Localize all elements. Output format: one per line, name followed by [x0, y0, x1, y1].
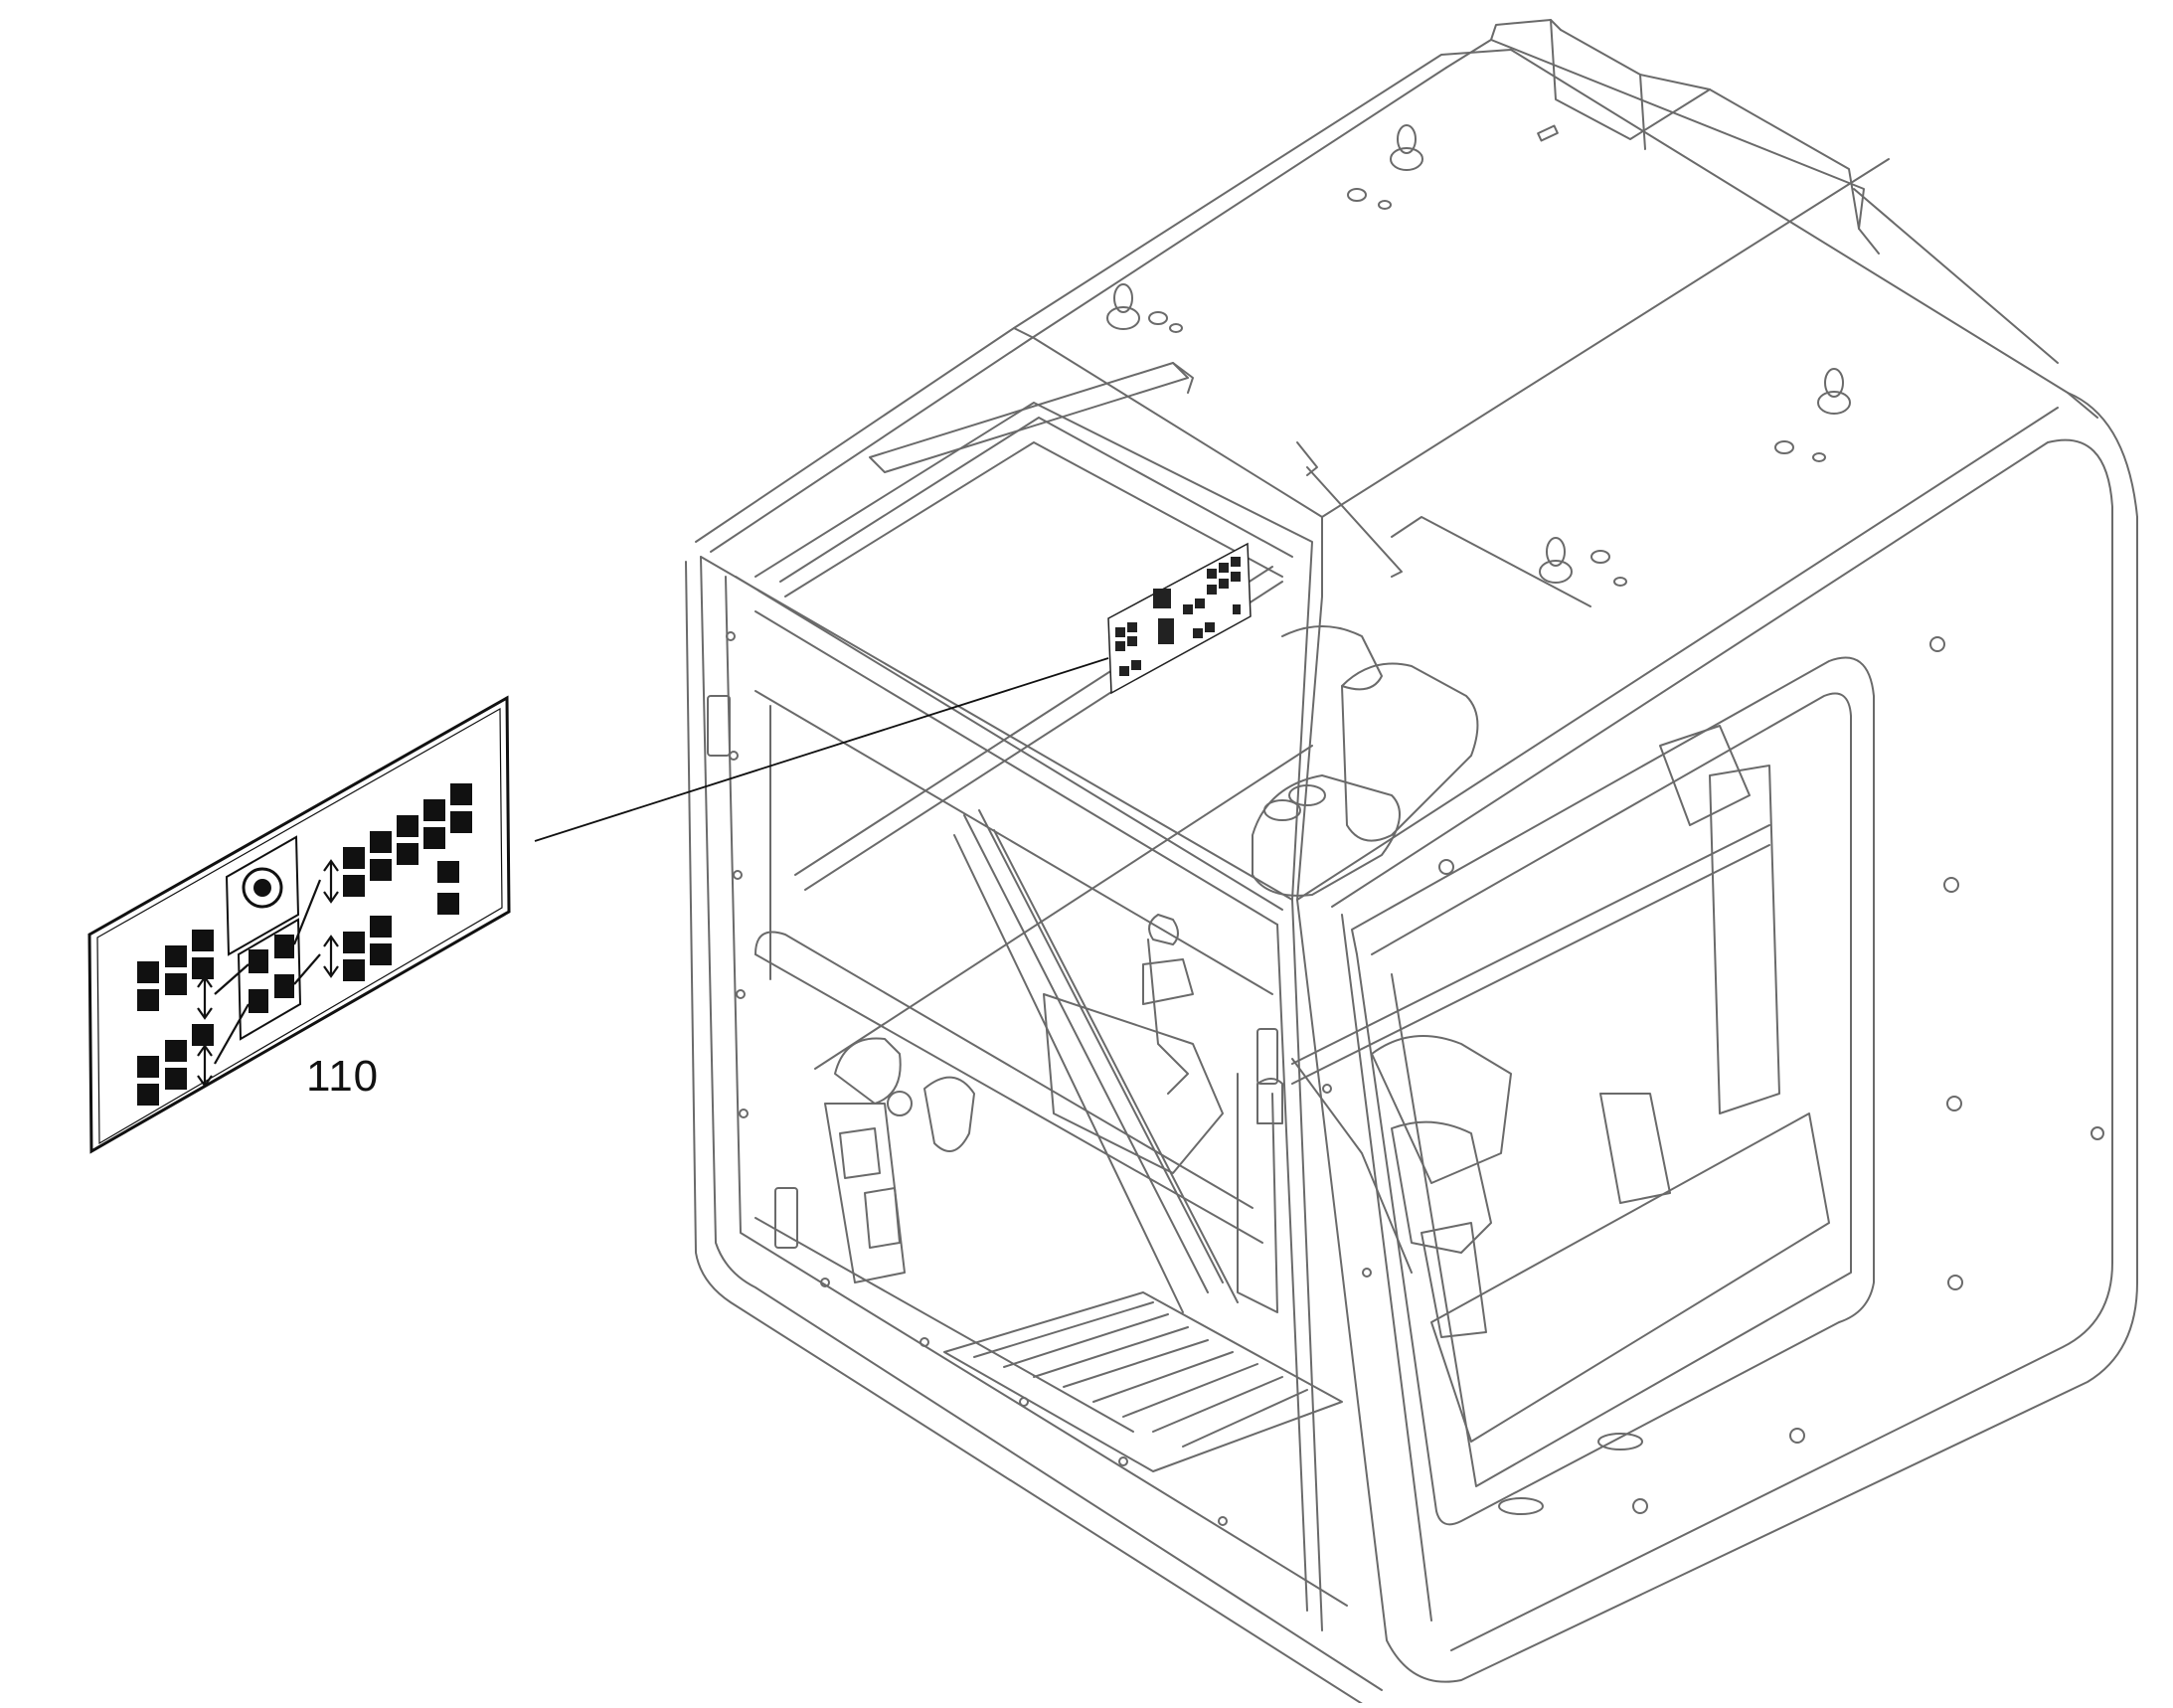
roof-eyebolt-2 [1106, 283, 1183, 333]
operator-seat [1252, 516, 1591, 897]
left-console [824, 1037, 975, 1283]
roof-eyebolt-4 [1539, 537, 1627, 587]
decal-arrows [197, 859, 339, 1088]
right-armrest [1371, 725, 1780, 1338]
cab-right-side [1296, 407, 2138, 1683]
decal-in-cab-symbols [1115, 557, 1241, 676]
wiper [869, 362, 1403, 578]
side-bolts [1438, 636, 2104, 1514]
roof-eyebolt-1 [1347, 124, 1423, 210]
cab-floor [943, 1112, 1830, 1515]
leader-line [534, 657, 1109, 842]
decal-in-cab [1107, 542, 1252, 695]
callout-number: 110 [306, 1052, 380, 1101]
cab-front-frame [685, 402, 1383, 1708]
enlarged-decal-symbols [137, 783, 472, 1106]
cab-roof [695, 19, 2138, 587]
cab-braces [794, 566, 1770, 1085]
roof-eyebolt-3 [1774, 368, 1851, 462]
control-levers [953, 809, 1413, 1313]
enlarged-decal [87, 695, 511, 1154]
